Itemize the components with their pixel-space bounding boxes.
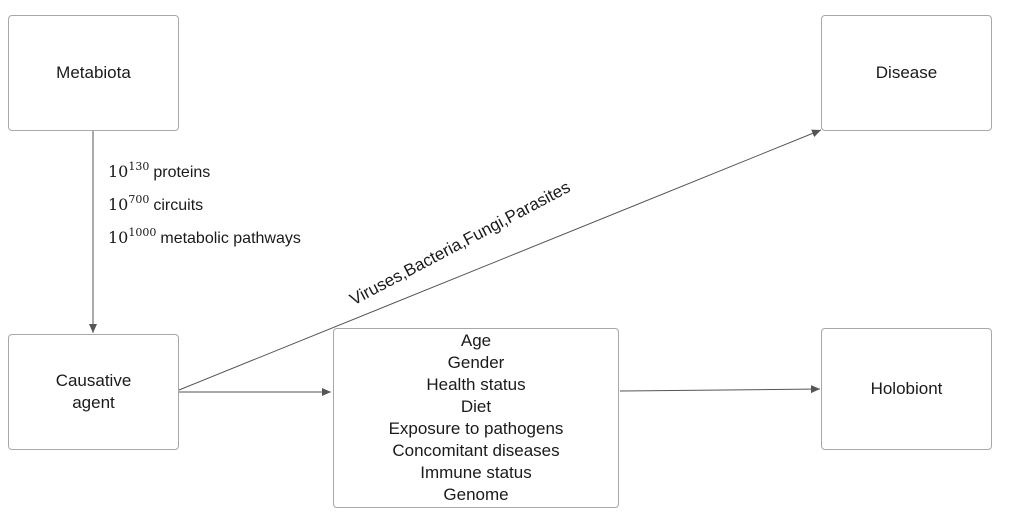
edge-causative-to-disease — [178, 129, 822, 391]
factor-item: Diet — [460, 397, 492, 416]
node-holobiont: Holobiont — [821, 328, 992, 450]
stat-base: 10 — [108, 162, 129, 181]
node-causative-agent-label: Causative agent — [55, 371, 132, 412]
factor-item: Concomitant diseases — [392, 441, 560, 460]
factor-item: Gender — [447, 353, 505, 372]
node-disease-label: Disease — [875, 63, 938, 82]
node-holobiont-label: Holobiont — [870, 379, 943, 398]
edge-factors-to-holobiont — [619, 385, 821, 394]
factor-item: Health status — [426, 375, 526, 394]
stat-exponent: 700 — [128, 193, 150, 206]
node-disease: Disease — [821, 15, 992, 131]
node-causative-agent: Causative agent — [8, 334, 179, 450]
stat-label: proteins — [153, 164, 211, 181]
stat-label: metabolic pathways — [160, 230, 301, 247]
stat-exponent: 130 — [128, 160, 150, 173]
stat-exponent: 1000 — [128, 226, 157, 239]
stat-base: 10 — [108, 195, 129, 214]
factor-item: Immune status — [420, 463, 532, 482]
factor-item: Age — [460, 331, 492, 350]
node-host-factors: Age Gender Health status Diet Exposure t… — [333, 328, 619, 508]
stat-label: circuits — [153, 197, 204, 214]
node-metabiota-label: Metabiota — [56, 63, 131, 82]
stat-base: 10 — [108, 228, 129, 247]
factor-item: Genome — [443, 485, 509, 504]
node-metabiota: Metabiota — [8, 15, 179, 131]
factor-item: Exposure to pathogens — [388, 419, 564, 438]
